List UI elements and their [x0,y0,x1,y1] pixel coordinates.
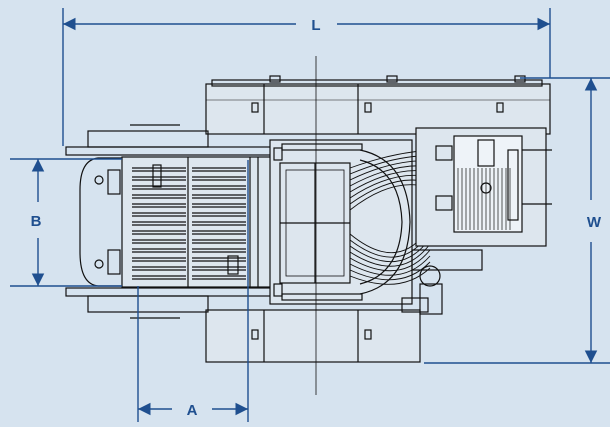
slats-right [192,167,246,280]
slats-left [132,167,186,280]
bottom-guard [205,309,421,363]
dimension-label-l: L [311,17,320,34]
dimension-label-a: A [187,402,198,419]
central-section [269,139,413,305]
cable [349,267,431,285]
dimension-label-b: B [31,213,42,230]
motor-fins [457,168,511,230]
machine-outline [65,56,552,395]
feed-end [79,157,124,287]
top-guard [205,75,551,135]
dimension-label-w: W [587,214,602,231]
cable [349,255,431,276]
cable [349,249,431,272]
lower-bracket [401,249,483,315]
side-rails [65,124,277,319]
cable [349,243,431,267]
motor-unit [415,127,552,247]
dimension-lines [10,8,610,422]
